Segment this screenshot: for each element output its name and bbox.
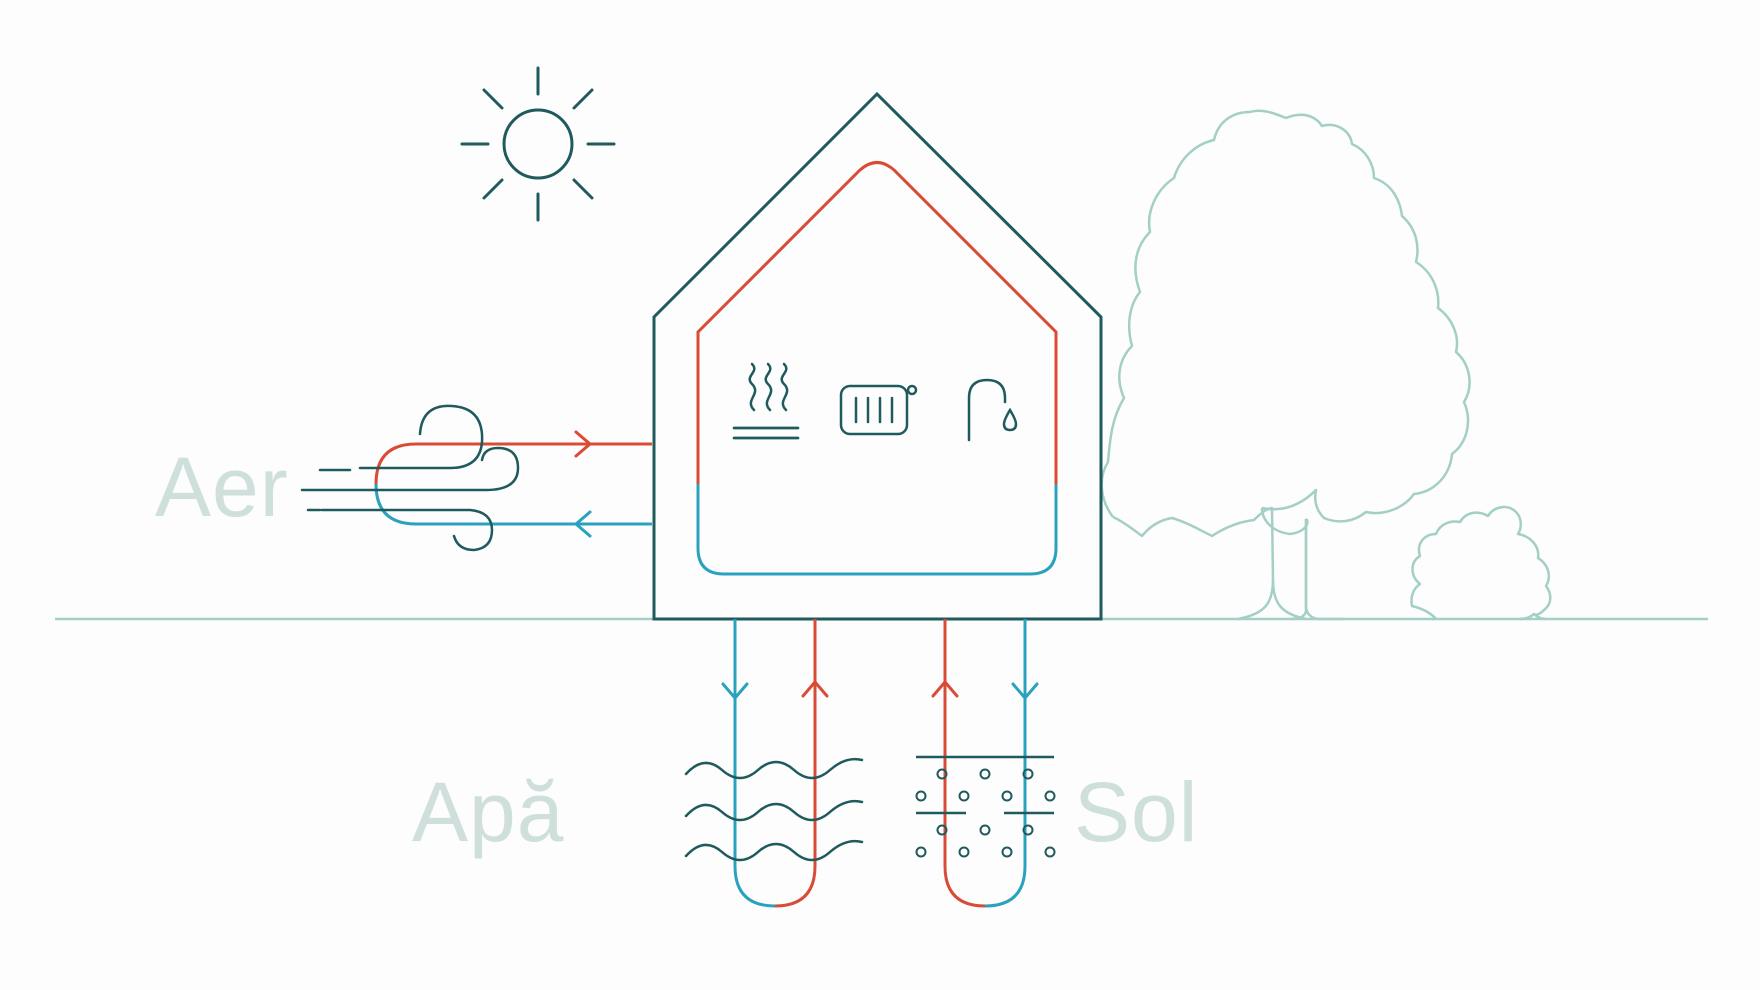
wind-icon: [300, 404, 520, 552]
water-hot-arrow-icon: [801, 680, 829, 698]
soil-hot-arrow-icon: [931, 680, 959, 698]
radiator-icon: [839, 384, 918, 436]
bush-icon: [1410, 505, 1552, 621]
water-cold-arrow-icon: [721, 682, 749, 700]
house-cold-loop: [696, 484, 1058, 576]
sun-icon: [460, 66, 616, 222]
soil-cold-pipe: [984, 619, 1027, 908]
soil-cold-arrow-icon: [1011, 682, 1039, 700]
air-hot-arrow-icon: [574, 430, 592, 458]
water-source-label: Apă: [412, 765, 565, 859]
house-hot-loop: [696, 161, 1058, 484]
tree-icon: [1100, 109, 1471, 621]
air-hot-pipe: [374, 442, 652, 485]
water-tap-icon: [967, 378, 1018, 442]
underfloor-heating-lines: [732, 426, 800, 440]
air-source-label: Aer: [155, 440, 289, 534]
air-cold-pipe: [374, 483, 652, 526]
soil-particles-icon: [915, 755, 1056, 858]
water-waves-icon: [684, 757, 864, 862]
soil-hot-pipe: [943, 619, 986, 908]
soil-source-label: Sol: [1074, 765, 1199, 859]
water-cold-pipe: [733, 619, 776, 908]
air-cold-arrow-icon: [574, 510, 592, 538]
house-icon: [652, 91, 1103, 621]
water-hot-pipe: [774, 619, 817, 908]
